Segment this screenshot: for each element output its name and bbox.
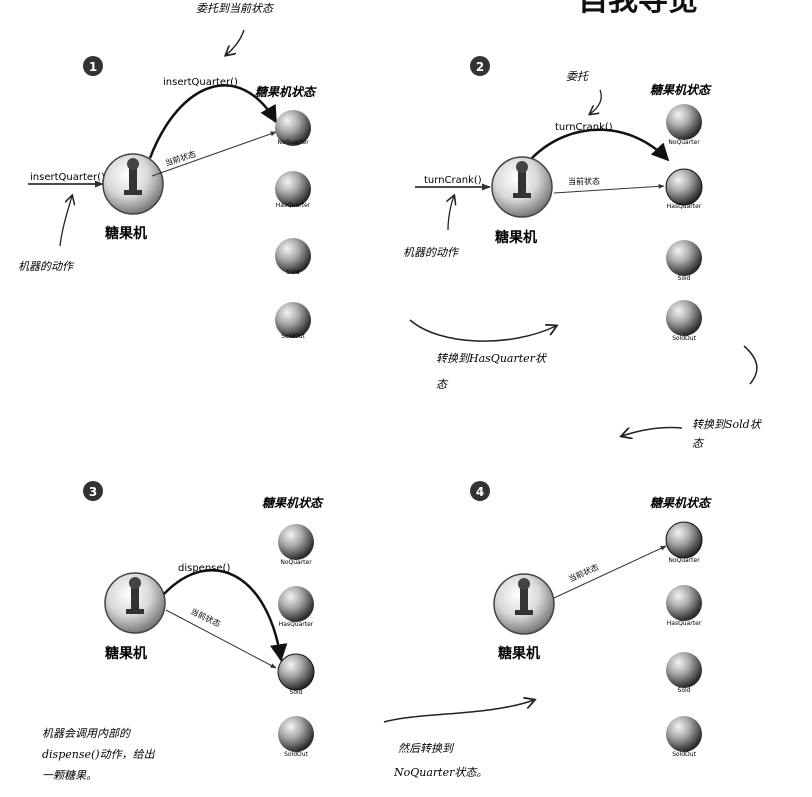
state-ball-sold: Sold <box>666 652 702 694</box>
current-state-arrow <box>553 183 665 194</box>
state-ball-noquarter: NoQuarter <box>666 104 702 146</box>
svg-text:SoldOut: SoldOut <box>284 751 308 758</box>
states-title: 糖果机状态 <box>650 83 712 97</box>
svg-text:HasQuarter: HasQuarter <box>279 621 314 628</box>
svg-text:4: 4 <box>476 485 484 499</box>
svg-text:3: 3 <box>89 485 97 499</box>
header-title: 自我导览 <box>578 0 698 18</box>
transition-note-line2: 态 <box>436 378 449 391</box>
state-ball-soldout: SoldOut <box>278 716 314 758</box>
to-sold-line2: 态 <box>692 437 705 450</box>
state-ball-soldout: SoldOut <box>275 302 311 340</box>
to-sold-line1: 转换到Sold状 <box>692 418 762 431</box>
machine-label: 糖果机 <box>495 229 537 246</box>
delegate-note-arrow <box>590 89 602 114</box>
delegate-call-arrow <box>148 84 278 159</box>
gumball-machine <box>102 153 164 215</box>
current-state-label: 当前状态 <box>567 562 600 584</box>
svg-text:SoldOut: SoldOut <box>672 335 696 342</box>
state-ball-hasquarter: HasQuarter <box>666 585 702 627</box>
svg-text:Sold: Sold <box>290 689 303 696</box>
svg-text:SoldOut: SoldOut <box>281 333 305 340</box>
step-number-badge: 3 <box>83 481 103 501</box>
state-ball-soldout: SoldOut <box>666 716 702 758</box>
svg-text:HasQuarter: HasQuarter <box>667 620 702 627</box>
step-number-badge: 2 <box>470 56 490 76</box>
to-sold-transition: 转换到Sold状 态 <box>622 345 762 450</box>
machine-label: 糖果机 <box>105 225 147 242</box>
delegate-call-arrow <box>163 568 288 662</box>
gumball-machine <box>493 573 555 635</box>
states-title: 糖果机状态 <box>262 496 324 510</box>
machine-label: 糖果机 <box>498 645 540 662</box>
state-ball-noquarter: NoQuarter <box>275 110 311 146</box>
note-line1: 机器会调用内部的 <box>42 727 132 740</box>
transition-note-line1: 然后转换到 <box>398 742 455 755</box>
state-ball-sold: Sold <box>275 238 311 276</box>
transition-note-line1: 转换到HasQuarter状 <box>436 352 547 365</box>
current-state-label: 当前状态 <box>164 149 198 168</box>
svg-text:SoldOut: SoldOut <box>672 751 696 758</box>
svg-text:NoQuarter: NoQuarter <box>668 557 700 564</box>
svg-text:NoQuarter: NoQuarter <box>668 139 700 146</box>
action-note-arrow <box>448 196 454 231</box>
delegate-call-label: turnCrank() <box>555 122 613 133</box>
delegate-note-arrow <box>226 29 245 55</box>
delegate-call-arrow <box>531 128 670 162</box>
state-ball-hasquarter: HasQuarter <box>275 171 311 209</box>
curve-connector <box>743 345 758 385</box>
svg-text:1: 1 <box>89 60 97 74</box>
action-note-arrow <box>59 196 72 247</box>
step-number-badge: 1 <box>83 56 103 76</box>
current-state-arrow <box>151 131 277 177</box>
gumball-machine <box>491 156 553 218</box>
delegate-note: 委托 <box>566 70 589 83</box>
panel-4: 4 糖果机 当前状态 糖果机状态 NoQuarter HasQuarter So… <box>383 481 712 779</box>
state-ball-hasquarter: HasQuarter <box>278 586 314 628</box>
svg-text:HasQuarter: HasQuarter <box>667 203 702 210</box>
states-title: 糖果机状态 <box>255 85 317 99</box>
svg-text:Sold: Sold <box>678 275 691 282</box>
transition-arrow <box>409 319 556 342</box>
state-ball-noquarter: NoQuarter <box>665 521 703 564</box>
svg-text:2: 2 <box>476 60 484 74</box>
current-state-arrow <box>165 609 277 669</box>
gumball-machine <box>104 572 166 634</box>
transition-arrow <box>383 700 534 723</box>
panel-1: 1 委托到当前状态 insertQuarter() 机器的动作 糖果机 inse… <box>18 2 317 340</box>
note-line2: dispense()动作，给出 <box>42 748 156 761</box>
current-state-label: 当前状态 <box>568 176 600 186</box>
delegate-call-label: dispense() <box>178 563 230 574</box>
action-label: turnCrank() <box>424 175 482 186</box>
action-note: 机器的动作 <box>403 246 460 259</box>
current-state-arrow <box>553 545 667 599</box>
state-ball-noquarter: NoQuarter <box>278 524 314 566</box>
svg-text:Sold: Sold <box>287 269 300 276</box>
panel-2: 2 委托 turnCrank() 机器的动作 糖果机 turnCrank() 当… <box>403 56 712 391</box>
delegate-note: 委托到当前状态 <box>196 2 275 15</box>
state-ball-soldout: SoldOut <box>666 300 702 342</box>
svg-text:NoQuarter: NoQuarter <box>277 139 309 146</box>
action-label: insertQuarter() <box>30 172 105 183</box>
machine-label: 糖果机 <box>105 645 147 662</box>
step-number-badge: 4 <box>470 481 490 501</box>
to-sold-arrow <box>622 426 683 436</box>
state-ball-sold: Sold <box>277 653 315 696</box>
svg-text:HasQuarter: HasQuarter <box>276 202 311 209</box>
note-line3: 一颗糖果。 <box>42 769 97 782</box>
state-ball-sold: Sold <box>666 240 702 282</box>
states-title: 糖果机状态 <box>650 496 712 510</box>
transition-note-line2: NoQuarter状态。 <box>393 766 487 779</box>
state-ball-hasquarter: HasQuarter <box>665 168 703 210</box>
panel-3: 3 糖果机 dispense() 当前状态 糖果机状态 NoQuarter Ha… <box>42 481 324 782</box>
delegate-call-label: insertQuarter() <box>163 77 238 88</box>
svg-text:Sold: Sold <box>678 687 691 694</box>
action-note: 机器的动作 <box>18 260 75 273</box>
svg-text:NoQuarter: NoQuarter <box>280 559 312 566</box>
